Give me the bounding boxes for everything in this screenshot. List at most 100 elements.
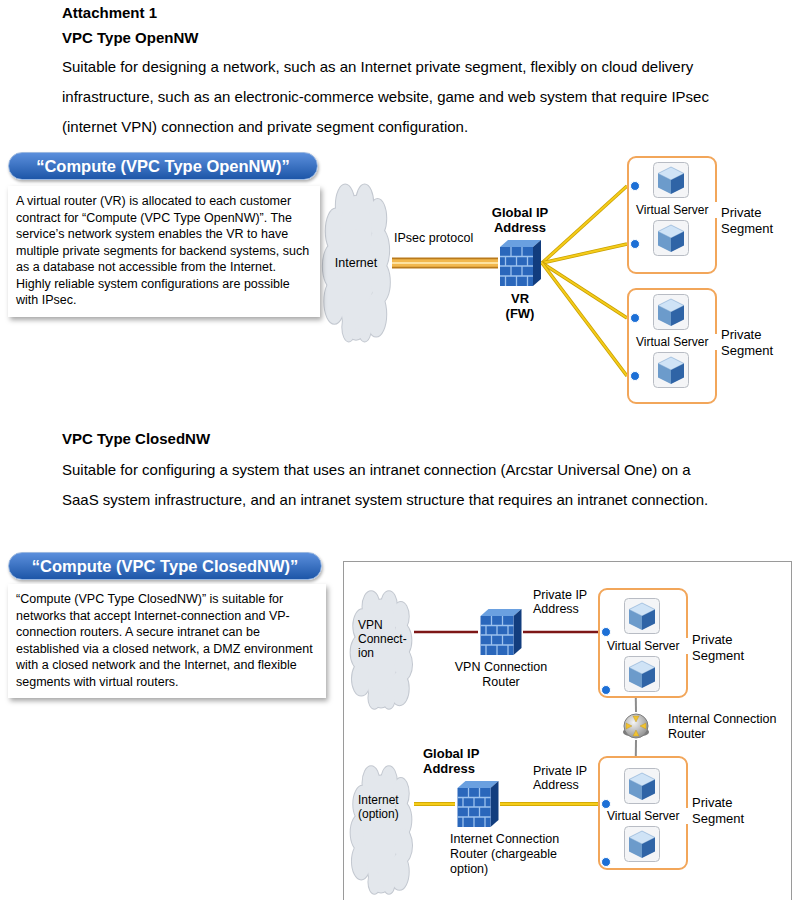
router-arrows: [626, 716, 646, 736]
cloud-shape: [351, 766, 412, 893]
segment-label: Private Segment: [692, 795, 752, 827]
address-label: Global IP Address: [483, 205, 557, 235]
cloud-label: Internet: [335, 256, 377, 270]
edge-label: Private IP Address: [533, 764, 595, 792]
cloud-shape: [351, 766, 412, 893]
cloud-shape: [323, 185, 390, 342]
banner-title: “Compute (VPC Type OpenNW)”: [36, 157, 290, 176]
connector-line: [414, 631, 478, 634]
connector-line: [542, 263, 627, 376]
cloud-node: VPN Connect- ion: [348, 590, 414, 710]
connector: [392, 263, 498, 264]
connector-line: [635, 740, 637, 756]
server-icon: [654, 353, 689, 388]
connector-line: [414, 802, 455, 806]
server-icon: [654, 295, 689, 330]
router-label: VPN Connection Router: [445, 660, 557, 690]
cloud-node: Internet (option): [348, 765, 414, 895]
connector-line: [542, 263, 627, 318]
connector-line: [542, 263, 627, 376]
connector: [542, 263, 627, 318]
firewall-icon: [500, 240, 541, 286]
edge-label: Private IP Address: [533, 588, 595, 616]
connector: [500, 804, 598, 805]
router-label: VR (FW): [500, 291, 540, 321]
interface-dot: [631, 240, 640, 249]
interface-dot: [602, 686, 611, 695]
section-description: Suitable for configuring a system that u…: [62, 455, 712, 515]
connector: [414, 804, 455, 805]
description-text: A virtual router (VR) is allocated to ea…: [16, 193, 312, 309]
description-box: A virtual router (VR) is allocated to ea…: [8, 186, 320, 317]
connector-line: [542, 186, 627, 263]
connector-line: [500, 803, 598, 806]
server-label: Virtual Server: [606, 808, 688, 824]
interface-dots: [602, 182, 640, 867]
description-box: “Compute (VPC Type ClosedNW)” is suitabl…: [8, 584, 326, 698]
router-node: Internal Connection Router: [622, 712, 650, 740]
connector: [542, 244, 627, 263]
section-heading: VPC Type ClosedNW: [62, 430, 210, 447]
interface-dot: [602, 628, 611, 637]
segment-label: Private Segment: [721, 205, 781, 237]
interface-dot: [602, 858, 611, 867]
server-icon: [625, 599, 660, 634]
connector-line: [542, 263, 627, 318]
edge-label: IPsec protocol: [394, 231, 473, 245]
address-label: Global IP Address: [423, 746, 497, 776]
cloud-label: VPN Connect- ion: [358, 618, 412, 660]
server-icon: [625, 769, 660, 804]
connector-line: [500, 802, 598, 806]
segment-label: Private Segment: [721, 327, 781, 359]
server-label: Virtual Server: [606, 638, 688, 654]
cloud-shape: [351, 591, 412, 709]
service-banner: “Compute (VPC Type OpenNW)”: [8, 152, 318, 180]
connector: [414, 632, 478, 633]
cloud-outline: [323, 185, 412, 894]
router-node: Global IP AddressVR (FW): [498, 239, 542, 287]
segment-box: Private SegmentVirtual Server: [598, 756, 688, 870]
section-description: Suitable for designing a network, such a…: [62, 52, 712, 142]
router-node: VPN Connection Router: [478, 608, 523, 656]
segment-box: Private SegmentVirtual Server: [627, 288, 717, 404]
server-label: Virtual Server: [635, 334, 717, 350]
router-label: Internet Connection Router (chargeable o…: [450, 832, 562, 877]
server-label-box: Virtual Server: [606, 638, 688, 654]
connector-line: [392, 262, 498, 264]
cloud-shape: [351, 591, 412, 709]
internal-router-icon: [623, 714, 649, 738]
cloud-fill: [323, 185, 412, 894]
connector: [542, 186, 627, 263]
cloud-label: Internet (option): [358, 793, 412, 821]
interface-dot: [631, 372, 640, 381]
connector-line: [542, 186, 627, 263]
connector: [635, 698, 636, 712]
panel-frame: [344, 562, 792, 900]
service-banner: “Compute (VPC Type ClosedNW)”: [8, 552, 322, 580]
cloud-node: Internet: [320, 183, 392, 343]
connector: [635, 740, 636, 756]
server-label-box: Virtual Server: [635, 334, 717, 350]
server-label-box: Virtual Server: [635, 202, 717, 218]
segment-label: Private Segment: [692, 632, 752, 664]
connector-line: [542, 244, 627, 263]
connector-line: [635, 698, 637, 712]
cloud-shape: [323, 185, 390, 342]
segment-box: Private SegmentVirtual Server: [598, 588, 688, 698]
interface-dot: [631, 182, 640, 191]
connector: [523, 632, 598, 633]
router-label: Internal Connection Router: [668, 712, 792, 742]
segment-box: Private SegmentVirtual Server: [627, 156, 717, 274]
server-icon: [625, 657, 660, 692]
section-heading: VPC Type OpenNW: [62, 29, 198, 46]
server-icon: [654, 221, 689, 256]
server-icon: [654, 163, 689, 198]
server-label: Virtual Server: [635, 202, 717, 218]
connector-line: [392, 259, 498, 267]
page-title: Attachment 1: [62, 4, 157, 21]
connector: [542, 263, 627, 376]
interface-dot: [631, 314, 640, 323]
server-label-box: Virtual Server: [606, 808, 688, 824]
connector-line: [523, 631, 598, 634]
